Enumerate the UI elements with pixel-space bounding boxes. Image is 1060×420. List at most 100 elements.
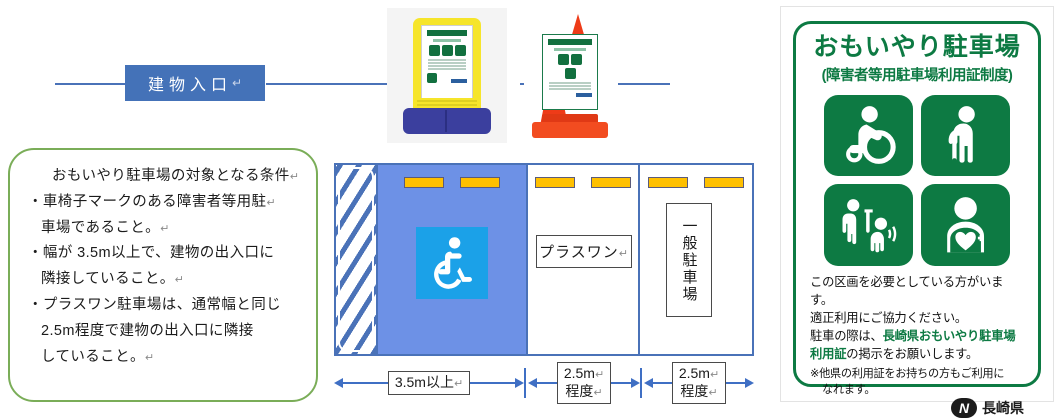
- dimension-pilcrow-2: ↵: [708, 387, 718, 399]
- a-frame-body: [413, 18, 481, 116]
- dimension-pilcrow: ↵: [453, 378, 464, 391]
- cone-sign-icon-row: [546, 54, 594, 65]
- entrance-line-left-segment: [55, 83, 125, 85]
- condition-line: ・プラスワン駐車場は、通常幅と同じ: [28, 293, 302, 319]
- dimension-arrow-right-icon: [515, 378, 524, 388]
- dimension-value: 3.5m以上: [394, 374, 454, 391]
- condition-line: 車場であること。↵: [28, 216, 302, 242]
- condition-line: 2.5m程度で建物の出入口に隣接: [28, 319, 302, 345]
- building-entrance-label: 建物入口↵: [125, 65, 265, 101]
- prefecture-name: 長崎県: [982, 399, 1024, 416]
- dimension-value-2: 程度: [680, 383, 709, 399]
- condition-pilcrow: ↵: [144, 351, 155, 364]
- cone-sign-panel: [542, 34, 598, 110]
- internal-disability-heart-icon: [921, 184, 1010, 267]
- dimension-pilcrow: ↵: [709, 369, 720, 382]
- cone-mini-cane-icon: [558, 54, 569, 65]
- wheel-stopper: [591, 177, 631, 188]
- sign-mini-logo: [451, 78, 467, 83]
- condition-line: していること。↵: [28, 345, 302, 371]
- poster-body-line-3-plain: 駐車の際は、: [810, 328, 883, 343]
- cone-sign-icon-row-2: [546, 68, 594, 79]
- condition-text: 2.5m程度で建物の出入口に隣接: [41, 322, 254, 339]
- condition-pilcrow: ↵: [266, 196, 277, 209]
- dimension-line: [726, 382, 745, 384]
- wheel-stopper: [648, 177, 688, 188]
- dimension-arrow-right-icon: [745, 378, 754, 388]
- wheel-stoppers: [640, 177, 752, 188]
- sign-header-bar: [427, 30, 467, 36]
- dimension-arrow-right-icon: [631, 378, 640, 388]
- cone-sign-body-text-lines: [549, 82, 591, 90]
- sign-subheader-bar: [433, 39, 461, 42]
- wheel-stoppers: [378, 177, 526, 188]
- poster-title: おもいやり駐車場: [813, 33, 1021, 61]
- general-label-text: 一般駐車場: [680, 217, 698, 303]
- poster-body-line-4-plain: の掲示をお願いします。: [846, 346, 979, 361]
- entrance-line-far-segment: [618, 83, 670, 85]
- poster-frame: おもいやり駐車場 (障害者等用駐車場利用証制度): [793, 21, 1041, 418]
- general-stall-label: 一般駐車場: [666, 203, 712, 317]
- yellow-a-frame-sign-photo: [387, 8, 507, 143]
- cone-sign-footer: [548, 92, 592, 97]
- parking-layout-diagram: プラスワン↵ 一般駐車場: [334, 163, 754, 356]
- plus-one-label-text: プラスワン: [539, 244, 619, 261]
- page-root: 建物入口↵ おもいやり駐車場の対象となる条件↵ ・車椅子マークのある障害者等用駐…: [0, 0, 1060, 409]
- dimension-label: 2.5m↵ 程度↵: [671, 362, 727, 404]
- omoiyari-parking-poster: おもいやり駐車場 (障害者等用駐車場利用証制度): [780, 6, 1054, 418]
- entrance-label-text: 建物入口: [147, 77, 232, 94]
- dimension-arrow-left-icon: [334, 378, 343, 388]
- dimension-value: 2.5m: [563, 365, 595, 382]
- sign-footer: [427, 72, 467, 83]
- dimension-label: 3.5m以上↵: [387, 371, 471, 395]
- condition-text: 車場であること。: [41, 219, 161, 236]
- condition-text: ・プラスワン駐車場は、通常幅と同じ: [28, 296, 282, 313]
- condition-text: ・幅が 3.5m以上で、建物の出入口に: [28, 245, 275, 262]
- dimension-line: [343, 382, 388, 384]
- condition-line: ・車椅子マークのある障害者等用駐↵: [28, 190, 302, 216]
- condition-text: 隣接していること。: [41, 271, 175, 288]
- condition-text: おもいやり駐車場の対象となる条件: [52, 168, 290, 184]
- dimension-general-width: 2.5m↵ 程度↵: [644, 360, 754, 406]
- injured-and-pregnant-icon: [824, 184, 913, 267]
- accessible-parking-stall: [378, 165, 528, 354]
- condition-line: 隣接していること。↵: [28, 267, 302, 293]
- condition-text: していること。: [41, 348, 145, 365]
- cone-base: [532, 122, 608, 138]
- condition-line: ・幅が 3.5m以上で、建物の出入口に: [28, 241, 302, 267]
- poster-body-line-3-highlight: 長崎県おもいやり駐車場: [882, 328, 1016, 343]
- dimension-value: 2.5m: [678, 365, 710, 382]
- cone-sign-header-bar: [548, 39, 592, 45]
- dimension-annotations: 3.5m以上↵ 2.5m↵ 程度↵ 2.5m↵ 程度↵: [334, 360, 754, 406]
- hatched-access-aisle: [336, 165, 378, 354]
- entrance-line-right-segment: [266, 83, 391, 85]
- condition-pilcrow: ↵: [160, 222, 170, 235]
- dimension-tick: [640, 368, 642, 398]
- cone-mini-logo: [576, 92, 592, 97]
- cone-mini-heart-icon: [571, 54, 582, 65]
- cone-sign-subheader-bar: [554, 48, 586, 51]
- wheelchair-user-icon: [824, 94, 913, 177]
- dimension-accessible-width: 3.5m以上↵: [334, 360, 524, 406]
- dimension-label: 2.5m↵ 程度↵: [556, 362, 612, 404]
- sign-mini-pregnant-icon: [454, 45, 466, 56]
- elderly-with-cane-icon: [921, 94, 1010, 177]
- cone-mini-pregnant-icon: [564, 68, 576, 79]
- poster-note-text: ※他県の利用証をお持ちの方もご利用に なれます。: [810, 367, 1024, 397]
- poster-body-line-3: 駐車の際は、長崎県おもいやり駐車場: [810, 328, 1024, 346]
- condition-text: ・車椅子マークのある障害者等用駐: [28, 193, 267, 210]
- wheel-stopper: [535, 177, 575, 188]
- general-parking-stall: 一般駐車場: [640, 165, 752, 354]
- poster-note-line-2: なれます。: [822, 383, 876, 396]
- sign-icon-row: [425, 45, 469, 56]
- poster-note-line-1: ※他県の利用証をお持ちの方もご利用に: [810, 368, 1005, 381]
- poster-body-line-4-highlight: 利用証: [810, 346, 847, 361]
- wheel-stopper: [704, 177, 744, 188]
- plus-one-stall-label: プラスワン↵: [536, 235, 632, 268]
- red-traffic-cone-sign-photo: [524, 10, 616, 145]
- poster-subtitle: (障害者等用駐車場利用証制度): [821, 67, 1013, 84]
- sign-mini-badge-icon: [427, 72, 437, 83]
- condition-pilcrow: ↵: [289, 171, 300, 183]
- dimension-line: [611, 382, 631, 384]
- dimension-pilcrow-2: ↵: [593, 387, 603, 399]
